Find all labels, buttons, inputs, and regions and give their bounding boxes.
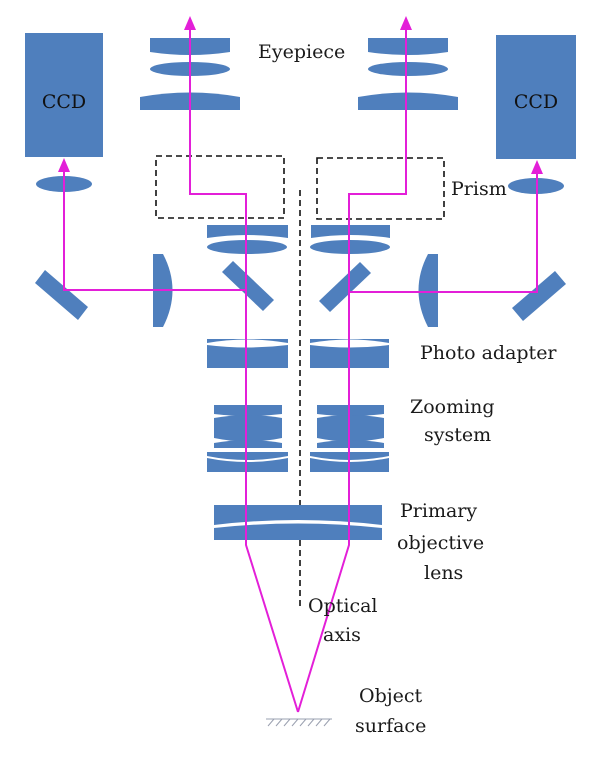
primary-objective-lens bbox=[214, 505, 382, 540]
light-rays bbox=[63, 24, 538, 713]
eyepiece-label: Eyepiece bbox=[258, 41, 345, 63]
eyepiece-right bbox=[358, 38, 458, 110]
primary-label-line1: Primary bbox=[400, 500, 477, 522]
prism-left bbox=[155, 155, 285, 219]
zooming-label-line1: Zooming bbox=[410, 396, 495, 418]
optical-axis-label-line2: axis bbox=[323, 624, 361, 646]
zoom-system-left bbox=[207, 405, 288, 472]
photo-adapter-lens-right bbox=[418, 254, 438, 327]
mirror-far-left bbox=[35, 270, 88, 320]
arrow-ccd-right bbox=[531, 160, 543, 174]
ccd-right: CCD bbox=[496, 35, 576, 159]
relay-lens-left bbox=[207, 225, 288, 254]
photo-adapter-label: Photo adapter bbox=[420, 342, 557, 364]
object-surface-label-line1: Object bbox=[359, 685, 423, 707]
arrow-eyepiece-right bbox=[400, 16, 412, 30]
ccd-left: CCD bbox=[25, 33, 103, 157]
object-surface-hatch bbox=[266, 718, 332, 727]
ccd-right-label: CCD bbox=[514, 91, 558, 113]
arrow-ccd-left bbox=[58, 158, 70, 172]
arrow-eyepiece-left bbox=[184, 16, 196, 30]
object-surface-label-line2: surface bbox=[355, 715, 426, 737]
primary-label-line3: lens bbox=[424, 562, 463, 584]
primary-label-line2: objective bbox=[397, 532, 484, 554]
optical-axis-label-line1: Optical bbox=[308, 595, 378, 617]
mirror-far-right bbox=[512, 271, 566, 321]
beam-splitter-right bbox=[319, 262, 371, 312]
ccd-left-label: CCD bbox=[42, 91, 86, 113]
beam-splitter-left bbox=[222, 261, 274, 311]
prism-label: Prism bbox=[451, 178, 507, 200]
zooming-label-line2: system bbox=[424, 424, 491, 446]
prism-right bbox=[316, 157, 445, 220]
